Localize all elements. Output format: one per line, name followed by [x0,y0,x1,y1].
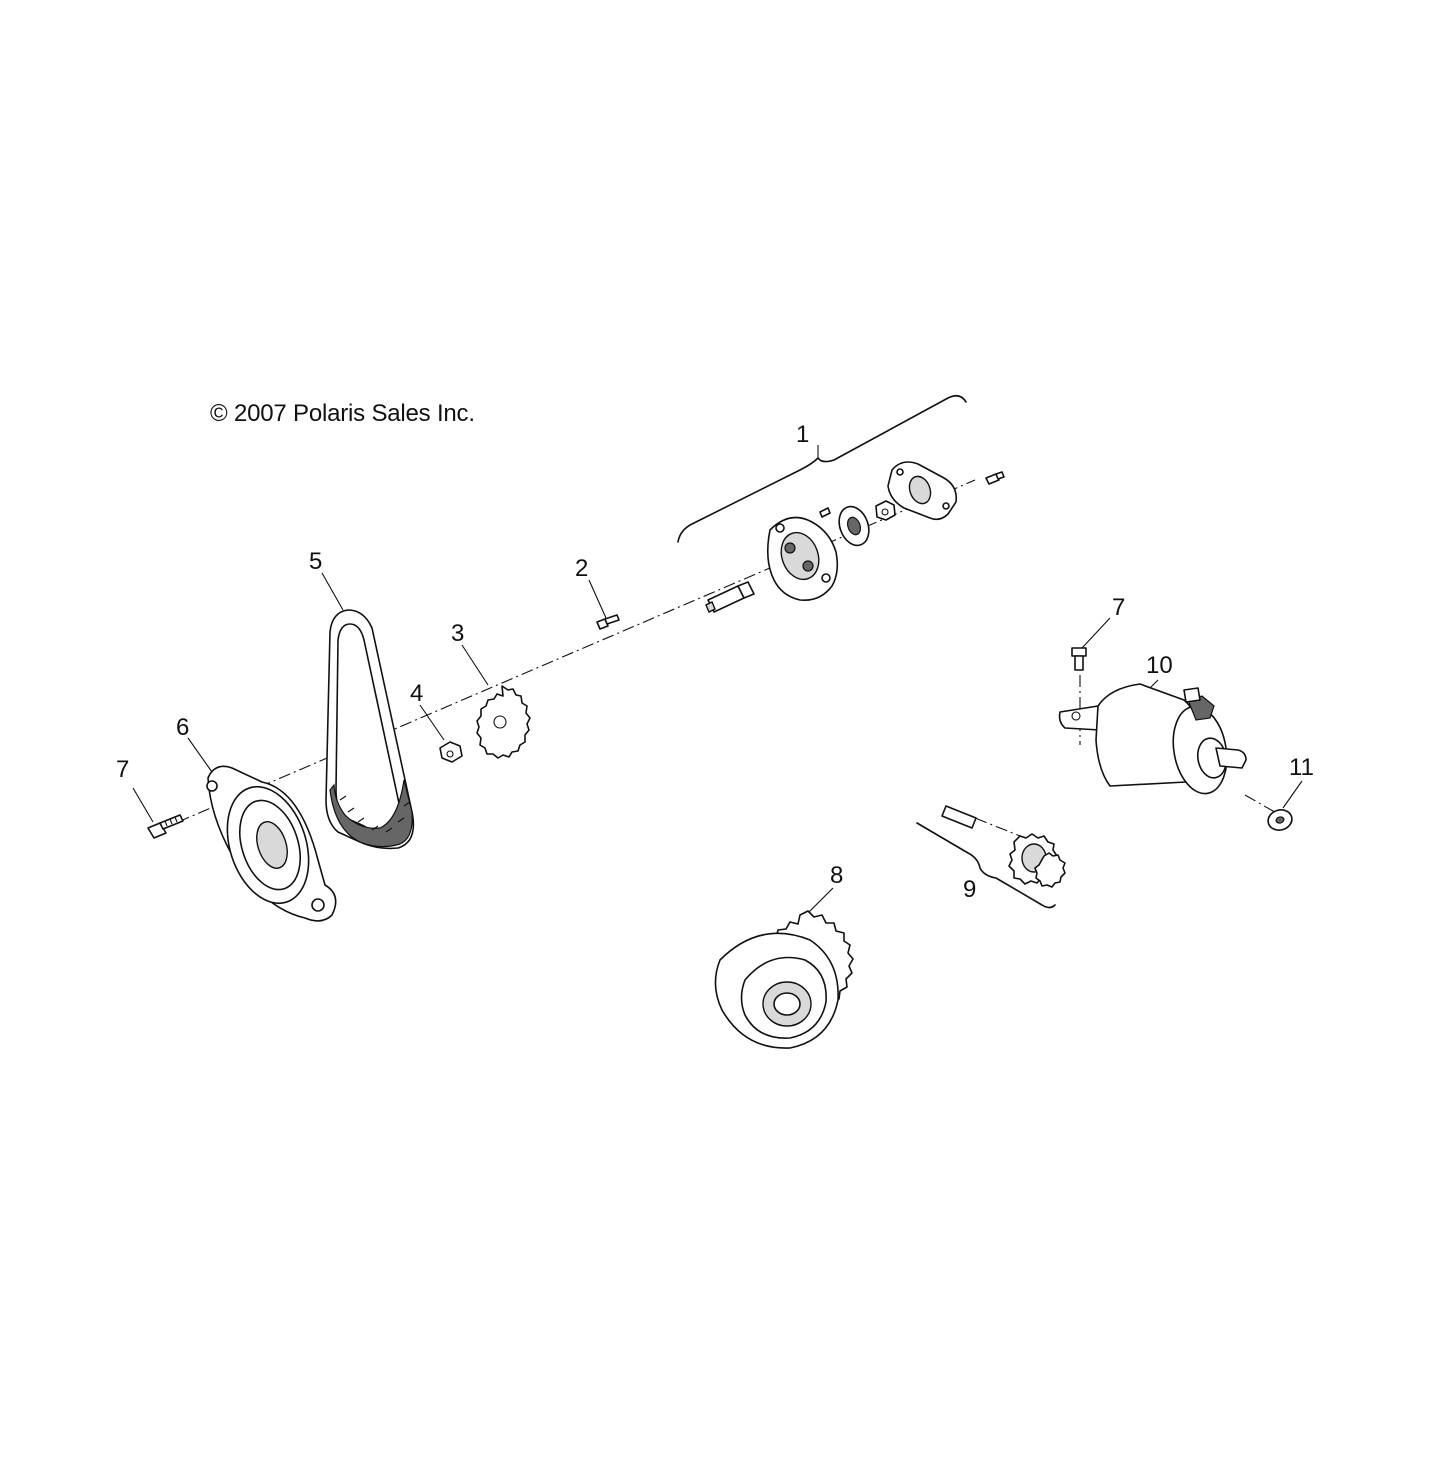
starter-motor-part-10 [1058,683,1247,795]
inner-rotor [875,500,896,521]
cover-plate-part-6 [206,765,337,922]
callout-4: 4 [410,680,424,707]
copyright-notice: © 2007 Polaris Sales Inc. [210,400,475,427]
leader-11 [1282,780,1303,809]
pump-body-part-1 [766,516,839,602]
pump-pin [819,507,831,518]
bolt-part-7-left [147,814,184,839]
cover-screw [985,471,1005,485]
callout-7-right: 7 [1112,594,1126,621]
sprocket-part-3 [476,685,531,759]
leader-2 [588,579,607,619]
screw-part-2 [596,614,620,630]
callout-2: 2 [575,555,589,582]
washer-part-11 [1267,809,1293,831]
idler-axis-line [954,809,1031,841]
pump-shaft [705,581,755,613]
nut-part-4 [439,741,463,763]
bracket-part-9 [916,822,1056,909]
callout-5: 5 [309,548,323,575]
callout-7-left: 7 [116,756,130,783]
callout-3: 3 [451,620,465,647]
leader-7a [132,787,154,823]
leader-7b [1081,617,1111,649]
chain-part-5 [325,609,415,850]
outer-rotor [838,505,870,547]
idler-gear-part-9 [941,805,1066,888]
callout-9: 9 [963,876,977,903]
callout-11: 11 [1289,754,1314,781]
callout-1: 1 [796,421,810,448]
leader-3 [461,644,489,686]
large-gear-part-8 [714,910,854,1049]
leader-4 [419,704,445,741]
pump-cover [887,461,958,521]
callout-10: 10 [1146,652,1173,679]
leader-6 [187,737,213,773]
callout-8: 8 [830,862,844,889]
callout-6: 6 [176,714,190,741]
bolt-part-7-right [1071,647,1087,671]
leader-5 [321,572,344,611]
